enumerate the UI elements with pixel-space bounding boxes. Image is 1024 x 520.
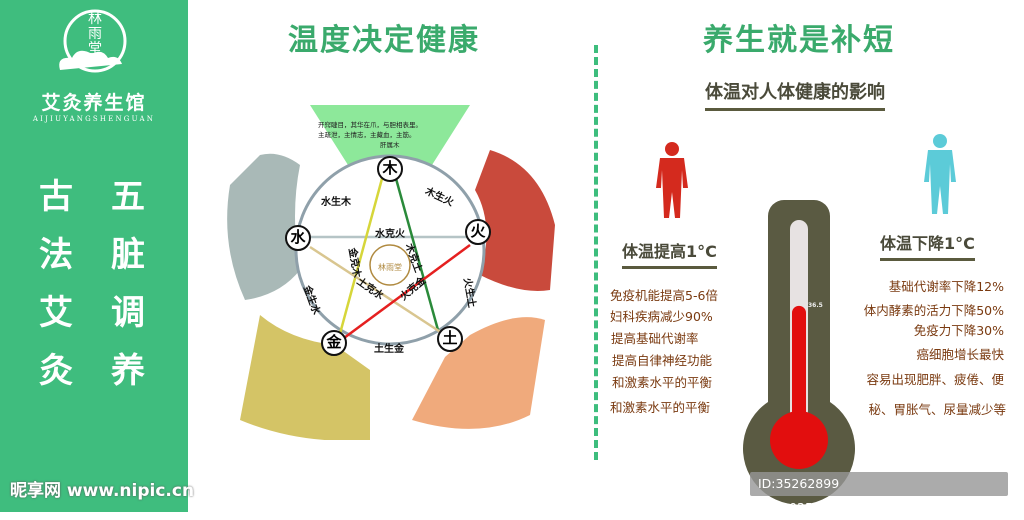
watermark-site: 昵享网 www.nipic.cn <box>10 481 195 501</box>
drop-item: 容易出现肥胖、疲倦、便 <box>866 372 1004 387</box>
node-earth: 土 <box>437 326 463 352</box>
slogan-char: 法 <box>39 235 73 275</box>
cold-body-icon <box>924 134 956 214</box>
slogan-char: 养 <box>111 351 145 391</box>
drop-item: 秘、胃胀气、尿量减少等 <box>868 402 1006 417</box>
watermark-id: ID:35262899 NO:20250730002702076106 <box>750 472 1008 515</box>
brand-name: 艾灸养生馆 <box>41 92 147 114</box>
divider <box>594 45 598 460</box>
rise-item: 和激素水平的平衡 <box>612 375 713 390</box>
slogan-char: 灸 <box>39 351 73 391</box>
rise-item: 提高基础代谢率 <box>611 331 699 346</box>
rise-item: 提高自律神经功能 <box>612 353 713 368</box>
label-earth-metal: 土生金 <box>374 344 404 355</box>
wood-petal-text: 开窍睫目，其华在爪，与胆相表里。 主疏泄，主情志，主藏血，主筋。 肝属木 <box>318 120 468 150</box>
drop-item: 癌细胞增长最快 <box>916 347 1004 362</box>
drop-item: 免疫力下降30% <box>913 323 1004 338</box>
water-petal <box>227 153 300 300</box>
slogan-column-1: 古 法 艾 灸 <box>36 168 76 400</box>
rise-item: 妇科疾病减少90% <box>610 309 713 324</box>
petal-text-line: 肝属木 <box>380 141 400 149</box>
logo-icon <box>59 9 127 73</box>
node-wood: 木 <box>377 156 403 182</box>
fire-petal <box>475 150 555 291</box>
slogan-char: 五 <box>111 177 145 217</box>
thermometer-mercury <box>792 305 806 446</box>
center-title: 温度决定健康 <box>288 23 480 58</box>
right-title: 养生就是补短 <box>703 23 895 58</box>
slogan-char: 古 <box>39 177 73 217</box>
earth-petal <box>412 317 545 429</box>
label-water-wood: 水生木 <box>321 197 351 208</box>
sidebar-panel: 林雨堂 艾灸养生馆 AIJIUYANGSHENGUAN 古 法 艾 灸 五 脏 … <box>0 0 188 512</box>
brand-pinyin: AIJIUYANGSHENGUAN <box>32 115 156 123</box>
right-subtitle: 体温对人体健康的影响 <box>705 78 885 111</box>
metal-petal <box>240 315 370 440</box>
hot-body-icon <box>656 142 688 218</box>
label-water-fire: 水克火 <box>375 229 405 240</box>
drop-item: 基础代谢率下降12% <box>888 279 1004 294</box>
node-fire: 火 <box>465 219 491 245</box>
slogan-char: 脏 <box>111 235 145 275</box>
drop-heading: 体温下降1°C <box>880 230 975 261</box>
logo-text: 林雨堂 <box>88 11 102 57</box>
slogan-char: 艾 <box>39 293 73 333</box>
drop-item: 体内酵素的活力下降50% <box>863 303 1004 318</box>
node-water: 水 <box>285 225 311 251</box>
petal-text-line: 主疏泄，主情志，主藏血，主筋。 <box>318 131 416 139</box>
slogan-char: 调 <box>111 293 145 333</box>
wood-petal <box>310 105 470 165</box>
center-logo: 林雨堂 <box>378 262 402 272</box>
thermometer-label: 36.5 <box>808 302 823 309</box>
slogan-column-2: 五 脏 调 养 <box>108 168 148 400</box>
node-metal: 金 <box>321 330 347 356</box>
rise-item: 免疫机能提高5-6倍 <box>610 288 718 303</box>
petal-text-line: 开窍睫目，其华在爪，与胆相表里。 <box>318 121 422 129</box>
rise-item: 和激素水平的平衡 <box>610 400 711 415</box>
rise-heading: 体温提高1°C <box>622 238 717 269</box>
thermometer <box>743 200 855 505</box>
